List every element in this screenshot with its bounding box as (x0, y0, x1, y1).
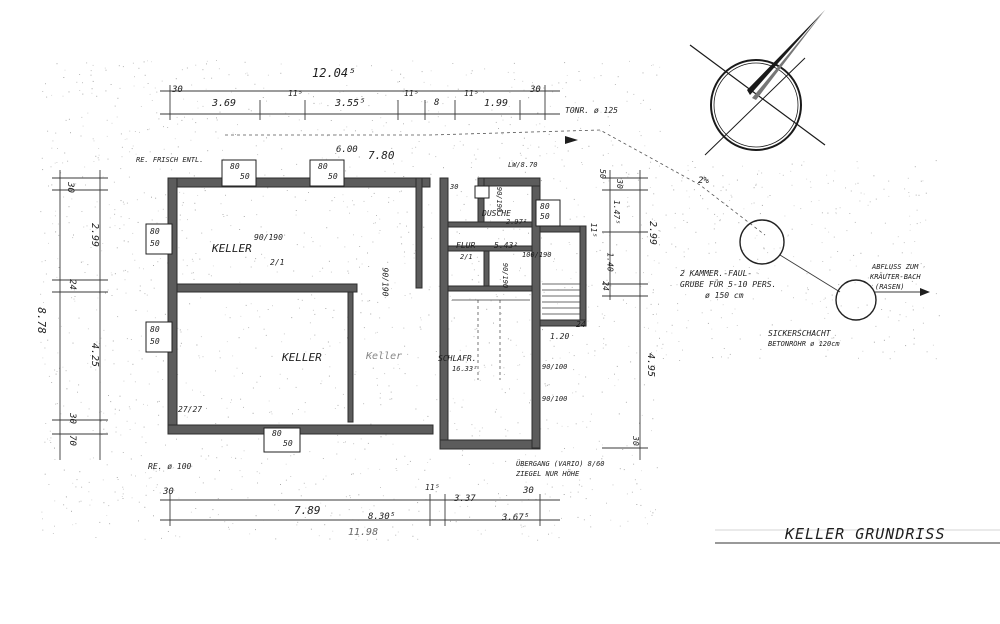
window-label-1-h: 50 (240, 172, 250, 181)
window-label-2-h: 50 (328, 172, 338, 181)
dim-top-8: 8 (434, 98, 440, 108)
room-label-keller-top: KELLER (212, 242, 252, 255)
dim-bottom-830: 8.30⁵ (368, 512, 396, 522)
note-slope: 2% (698, 176, 709, 186)
dim-bottom-30-right: 30 (523, 486, 534, 496)
note-abfluss-1: ABFLUSS ZUM (872, 263, 919, 271)
dim-left-overall: 8.78 (34, 307, 48, 334)
window-label-5-h: 50 (283, 439, 293, 448)
window-label-5-w: 80 (272, 429, 282, 438)
note-sicker-1: SICKERSCHACHT (768, 329, 831, 338)
dim-right-140: 1.40 (605, 252, 615, 272)
note-height-600: 6.00 (336, 145, 358, 155)
dim-top-11-5a: 11⁵ (288, 89, 303, 98)
window-symbols (145, 159, 561, 453)
dim-bottom-11-5: 11⁵ (425, 483, 440, 492)
dim-right-50: 50 (597, 169, 607, 179)
drawing-title: KELLER GRUNDRISS (785, 525, 946, 543)
note-ds: 2/1 (270, 258, 285, 267)
room-label-keller-faint: Keller (366, 351, 403, 362)
dim-top-30-right: 30 (530, 85, 541, 95)
room-area-dusche: 2.97² (506, 218, 528, 226)
note-bottom-2: ZIEGEL NUR HÖHE (516, 470, 580, 478)
door-label-6: 90/100 (542, 363, 568, 371)
dim-bottom-789: 7.89 (294, 504, 321, 517)
dim-left-30b: 30 (66, 413, 77, 424)
note-30x: 30 (450, 183, 459, 191)
room-area-flur: 5.43² (494, 241, 519, 250)
door-label-2: 90/190 (380, 267, 390, 297)
dim-left-24: 24 (66, 279, 77, 290)
note-bottom-1: ÜBERGANG (VARIO) 8/60 (516, 460, 605, 468)
room-label-flur: FLUR (456, 241, 476, 250)
stair-treads (452, 283, 580, 380)
window-label-6-h: 50 (540, 212, 550, 221)
septic-tank-circle (739, 219, 785, 265)
note-120: 1.20 (550, 332, 570, 341)
dim-right-147: 1.47⁵ (612, 199, 622, 225)
dim-right-30: 30 (614, 179, 624, 189)
door-label-4: 90/190 (501, 262, 510, 289)
dim-bottom-367: 3.67⁵ (502, 513, 530, 523)
room-label-schlafr: SCHLAFR. (438, 354, 477, 363)
dim-right-495: 4.95 (645, 352, 657, 378)
dim-top-369: 3.69 (212, 98, 237, 109)
dim-left-70: 70 (66, 435, 77, 446)
dimension-lines (52, 85, 648, 526)
window-label-3-h: 50 (150, 239, 160, 248)
note-kammer-1: 2 KAMMER.-FAUL- (680, 269, 753, 278)
dim-top-11-5c: 11⁵ (464, 89, 479, 98)
door-label-3: 90/190 (495, 186, 504, 213)
note-ds2: 27/27 (178, 405, 203, 414)
dim-left-299: 2.99 (89, 222, 101, 248)
dim-bottom-overall: 11.98 (348, 527, 379, 538)
dim-bottom-337: 3.37 (454, 494, 476, 504)
window-label-3-w: 80 (150, 227, 160, 236)
dim-right-11-5: 11⁵ (589, 222, 599, 238)
room-area-schlafr: 16.33² (452, 365, 478, 373)
dim-top-30-left: 30 (172, 85, 183, 95)
dim-top-355: 3.55⁵ (335, 98, 366, 109)
note-tonr: TONR. ø 125 (565, 106, 618, 115)
door-label-5: 100/190 (522, 251, 552, 259)
dim-right-24: 24 (600, 281, 610, 291)
note-re-100: RE. ø 100 (148, 462, 192, 471)
note-abfluss-2: KRÄUTER-BACH (870, 273, 921, 281)
dim-left-30a: 30 (64, 182, 75, 193)
note-kammer-3: ø 150 cm (705, 291, 744, 300)
dim-top-overall: 12.04⁵ (312, 66, 356, 80)
room-label-keller-bottom: KELLER (282, 351, 322, 364)
door-label-1: 90/190 (254, 233, 283, 242)
north-arrow-icon (689, 10, 826, 156)
dim-right-299: 2.99 (647, 220, 659, 246)
note-kammer-2: GRUBE FÜR 5-10 PERS. (680, 280, 777, 289)
dim-bottom-30-left: 30 (163, 487, 174, 497)
window-label-1-w: 80 (230, 162, 240, 171)
note-re-frisch: RE. FRISCH ENTL. (136, 156, 204, 164)
drain-pipe (225, 129, 930, 321)
dim-right-30b: 30 (630, 436, 640, 446)
seepage-shaft-circle (835, 279, 877, 321)
room-label-dusche: DUSCHE (482, 209, 511, 218)
note-2-1: 2/1 (460, 253, 473, 261)
window-label-6-w: 80 (540, 202, 550, 211)
note-abfluss-3: (RASEN) (875, 283, 905, 291)
dim-top-11-5b: 11⁵ (404, 89, 419, 98)
note-height-780: 7.80 (368, 149, 395, 162)
dim-top-199: 1.99 (484, 98, 509, 109)
door-label-7: 90/100 (542, 395, 568, 403)
window-label-4-h: 50 (150, 337, 160, 346)
note-sicker-2: BETONROHR ø 120cm (768, 340, 840, 348)
note-24: 24 (576, 320, 586, 329)
window-label-2-w: 80 (318, 162, 328, 171)
note-lwa: LW/8.70 (508, 161, 538, 169)
dim-left-425: 4.25 (89, 342, 101, 368)
window-label-4-w: 80 (150, 325, 160, 334)
